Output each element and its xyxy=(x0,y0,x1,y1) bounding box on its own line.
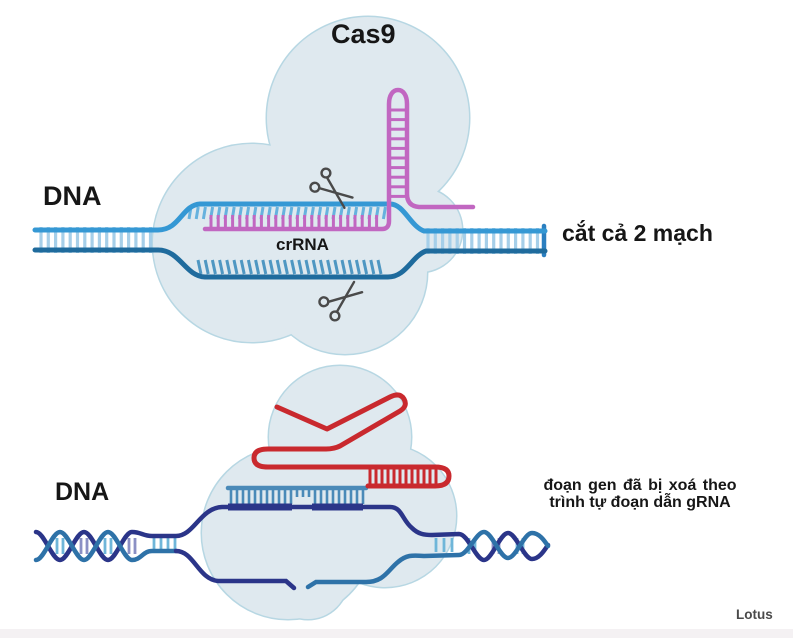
rung-line xyxy=(254,259,261,275)
rung-line xyxy=(290,259,297,275)
rung-line xyxy=(340,259,347,275)
rung-line xyxy=(218,259,225,275)
rung-line xyxy=(333,259,340,275)
caption-deleted-gene-line1: đoạn gen đã bị xoá theo xyxy=(543,477,737,494)
dna-double-strand-top xyxy=(32,201,548,280)
rung-line xyxy=(369,259,376,275)
rung-line xyxy=(239,259,246,275)
rung-line xyxy=(318,259,325,275)
crrna-structure xyxy=(202,87,476,232)
watermark-lotus: Lotus xyxy=(736,607,773,622)
crrna-hairpin-rungs xyxy=(391,108,405,198)
rung-line xyxy=(203,259,210,275)
dna-top-strand xyxy=(32,201,548,234)
rung-line xyxy=(347,259,354,275)
dna-double-helix-bottom xyxy=(33,485,551,591)
rung-line xyxy=(376,259,383,275)
rung-line xyxy=(201,206,207,220)
dna-label-top: DNA xyxy=(43,181,102,211)
rung-line xyxy=(354,259,361,275)
rung-line xyxy=(311,259,318,275)
rung-line xyxy=(275,259,282,275)
crrna-teeth xyxy=(209,215,379,227)
rung-line xyxy=(196,259,203,275)
rung-line xyxy=(304,259,311,275)
rung-line xyxy=(381,206,387,220)
rung-line xyxy=(194,206,200,220)
rung-line xyxy=(246,259,253,275)
caption-deleted-gene-line2: trình tự đoạn dẫn gRNA xyxy=(549,494,731,511)
caption-cut-both-strands: cắt cả 2 mạch xyxy=(562,220,713,246)
rung-line xyxy=(268,259,275,275)
rung-line xyxy=(210,259,217,275)
grna-backbone xyxy=(251,392,452,489)
rung-line xyxy=(297,259,304,275)
rung-line xyxy=(362,259,369,275)
dna-bottom-strand xyxy=(32,247,548,280)
cas9-label: Cas9 xyxy=(331,19,396,49)
footer-strip xyxy=(0,629,793,638)
grna-stem-rungs xyxy=(368,469,438,484)
rung-line xyxy=(261,259,268,275)
bottom-strand-teeth xyxy=(196,259,383,275)
grna-structure xyxy=(251,392,452,489)
rung-line xyxy=(282,259,289,275)
grna-dna-pairing-teeth xyxy=(229,490,365,504)
rung-line xyxy=(326,259,333,275)
crrna-label: crRNA xyxy=(276,235,329,254)
cut-strand-left xyxy=(173,548,297,591)
crrna-hairpin xyxy=(202,87,476,232)
dna-label-bottom: DNA xyxy=(55,478,110,506)
caption-deleted-gene: đoạn gen đã bị xoá theo trình tự đoạn dẫ… xyxy=(500,477,780,511)
cut-strand-right xyxy=(305,529,551,590)
helix-strand-steel xyxy=(33,529,179,563)
rung-line xyxy=(232,259,239,275)
rung-line xyxy=(225,259,232,275)
helix-strand-navy xyxy=(33,504,551,563)
